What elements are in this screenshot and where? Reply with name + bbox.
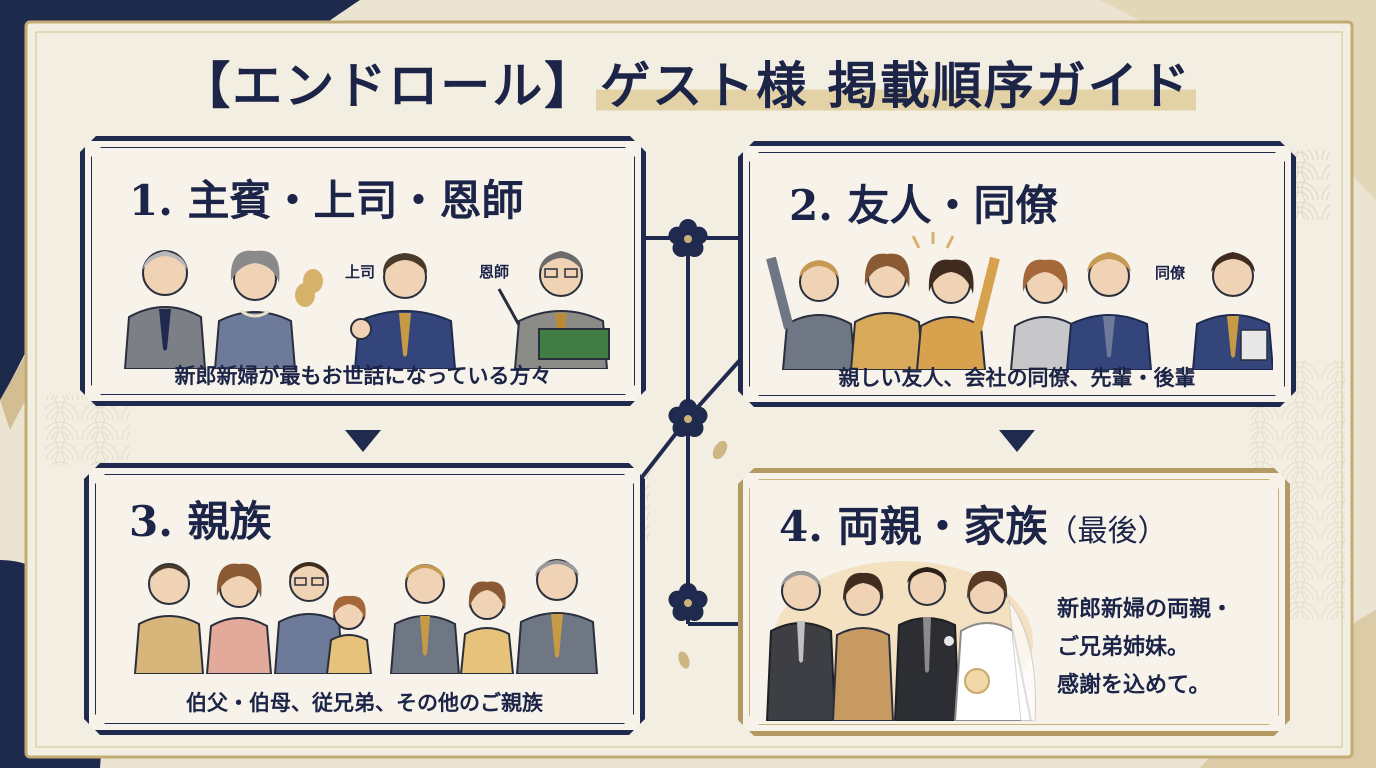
- sakura-knot-icon: [663, 578, 713, 628]
- card-heading: 4. 両親・家族（最後）: [779, 493, 1167, 554]
- person-colleague: [1193, 252, 1273, 370]
- person-niece: [461, 582, 513, 674]
- person-friend: [1067, 252, 1151, 370]
- card-description: 伯父・伯母、従兄弟、その他のご親族: [89, 687, 640, 717]
- down-arrow-icon: [999, 430, 1035, 452]
- person-uncle: [135, 564, 203, 674]
- person-friend: [913, 232, 995, 370]
- card-heading-text: 4. 両親・家族: [779, 502, 1047, 551]
- person-elder-relative: [517, 560, 597, 674]
- label-colleague: 同僚: [1155, 264, 1186, 282]
- card-parents-family: 4. 両親・家族（最後） 新郎新婦の両親: [738, 468, 1290, 736]
- person-friend: [851, 254, 923, 370]
- description-line: 感謝を込めて。: [1057, 667, 1233, 705]
- sakura-knot-icon: [663, 214, 713, 264]
- title-highlight: ゲスト様 掲載順序ガイド: [596, 57, 1195, 115]
- person-aunt: [207, 564, 271, 674]
- card-description: 親しい友人、会社の同僚、先輩・後輩: [743, 362, 1291, 392]
- card-heading-suffix: （最後）: [1047, 514, 1167, 549]
- card-heading: 3. 親族: [129, 488, 271, 549]
- illustration-guests-of-honor: 上司 恩師: [115, 229, 625, 369]
- person-cousin: [391, 564, 459, 674]
- illustration-parents-family: [763, 561, 1043, 721]
- description-line: ご兄弟姉妹。: [1057, 629, 1233, 667]
- person-friend: [771, 258, 855, 370]
- page-title: 【エンドロール】ゲスト様 掲載順序ガイド: [0, 46, 1376, 118]
- card-heading: 1. 主賓・上司・恩師: [129, 167, 523, 228]
- card-description: 新郎新婦の両親・ ご兄弟姉妹。 感謝を込めて。: [1057, 591, 1233, 705]
- person-elderly-woman: [215, 251, 295, 369]
- card-relatives: 3. 親族: [84, 463, 645, 735]
- clapping-hands-icon: [295, 269, 323, 307]
- illustration-friends-colleagues: 同僚: [763, 230, 1273, 370]
- person-elderly-man: [125, 251, 205, 369]
- title-prefix: 【エンドロール】: [180, 57, 596, 115]
- card-guests-of-honor: 1. 主賓・上司・恩師 上司 恩師: [80, 136, 646, 406]
- sakura-knot-icon: [663, 394, 713, 444]
- down-arrow-icon: [345, 430, 381, 452]
- illustration-relatives: [129, 554, 619, 674]
- card-friends-colleagues: 2. 友人・同僚: [738, 141, 1296, 407]
- card-description: 新郎新婦が最もお世話になっている方々: [85, 360, 641, 390]
- card-heading: 2. 友人・同僚: [789, 172, 1057, 233]
- label-teacher: 恩師: [479, 263, 509, 281]
- description-line: 新郎新婦の両親・: [1057, 591, 1233, 629]
- person-teacher: [499, 251, 609, 369]
- label-boss: 上司: [345, 263, 375, 281]
